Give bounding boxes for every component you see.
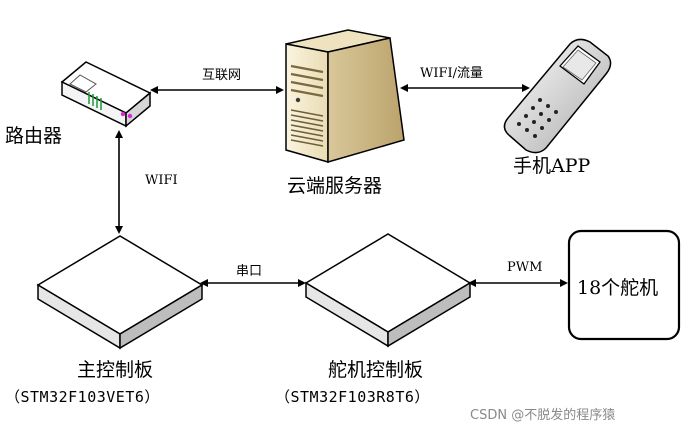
link-label-wifi: WIFI	[145, 173, 178, 188]
servo-board-chip: （STM32F103R8T6）	[275, 388, 430, 406]
router-label: 路由器	[5, 125, 63, 147]
link-label-wifi-traffic: WIFI/流量	[420, 66, 484, 81]
main-board-chip: （STM32F103VET6）	[5, 388, 160, 406]
main-board-label: 主控制板	[77, 359, 154, 381]
router-icon	[60, 61, 152, 128]
link-label-serial: 串口	[236, 264, 263, 279]
cloud-server-label: 云端服务器	[287, 175, 383, 197]
link-label-pwm: PWM	[507, 260, 543, 275]
phone-icon	[503, 38, 612, 154]
servo-board-icon	[304, 233, 472, 348]
link-label-internet: 互联网	[202, 68, 242, 83]
main-board-icon	[36, 235, 204, 350]
servo-board-label: 舵机控制板	[328, 359, 424, 381]
servos-box	[567, 229, 681, 341]
csdn-watermark: CSDN @不脱发的程序猿	[470, 408, 616, 423]
phone-app-label: 手机APP	[513, 155, 591, 177]
server-icon	[285, 29, 405, 163]
servos-label: 18个舵机	[577, 277, 659, 299]
